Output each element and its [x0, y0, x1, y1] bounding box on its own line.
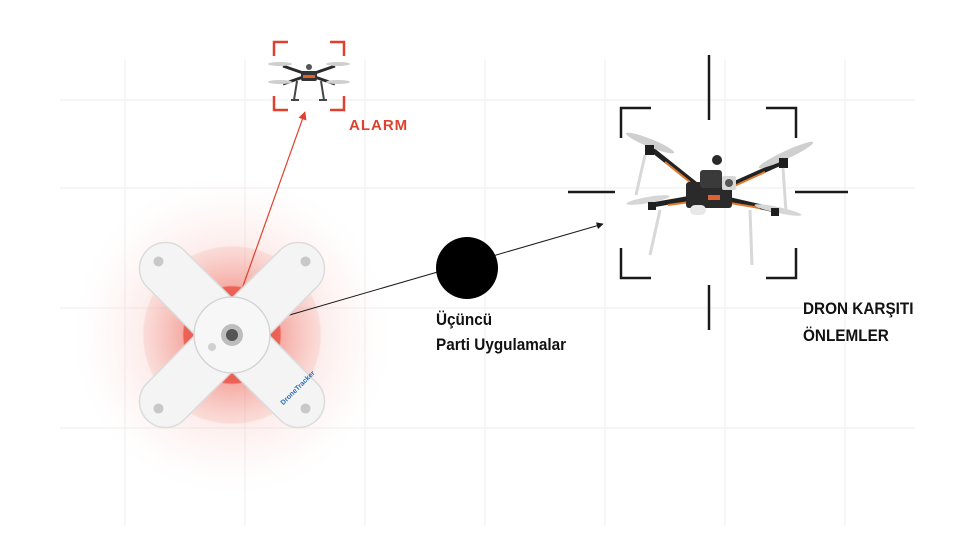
counter-measures-label: DRON KARŞITI ÖNLEMLER: [803, 295, 914, 349]
third-party-label: Üçüncü Parti Uygulamalar: [436, 307, 566, 357]
black-circle-node-icon: [436, 237, 498, 299]
counter-measures-label-line-1: DRON KARŞITI: [803, 295, 914, 322]
hexacopter-drone-icon: [624, 130, 814, 265]
quadcopter-drone-icon: [268, 62, 350, 100]
third-party-label-line-2: Parti Uygulamalar: [436, 332, 566, 357]
third-party-label-line-1: Üçüncü: [436, 307, 566, 332]
counter-measures-label-line-2: ÖNLEMLER: [803, 322, 914, 349]
alarm-label: ALARM: [349, 117, 408, 134]
